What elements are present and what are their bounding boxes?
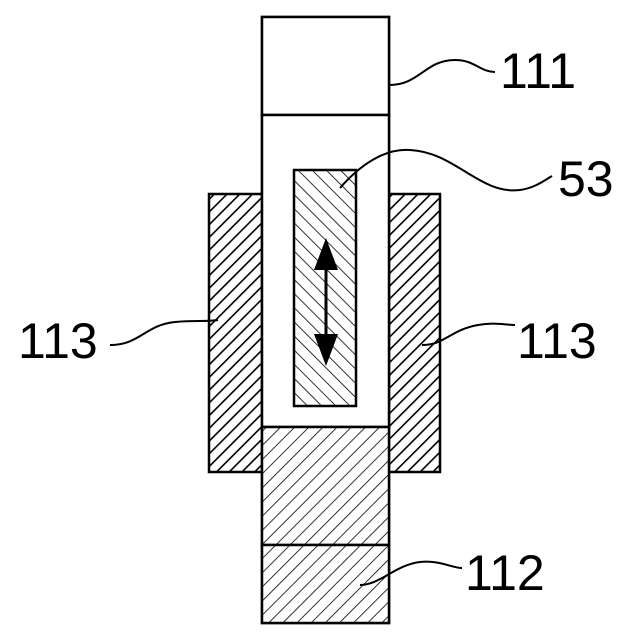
side-block-right <box>386 194 440 472</box>
top-block <box>262 17 389 115</box>
label-113-left: 113 <box>18 313 98 369</box>
label-111: 111 <box>500 43 576 99</box>
label-53: 53 <box>558 151 614 207</box>
label-113-right: 113 <box>517 313 597 369</box>
side-block-left <box>209 194 265 472</box>
leader-line-113-left <box>110 320 218 345</box>
leader-line-111 <box>389 60 495 85</box>
lower-hatched-block <box>262 427 389 545</box>
label-112: 112 <box>465 545 545 601</box>
